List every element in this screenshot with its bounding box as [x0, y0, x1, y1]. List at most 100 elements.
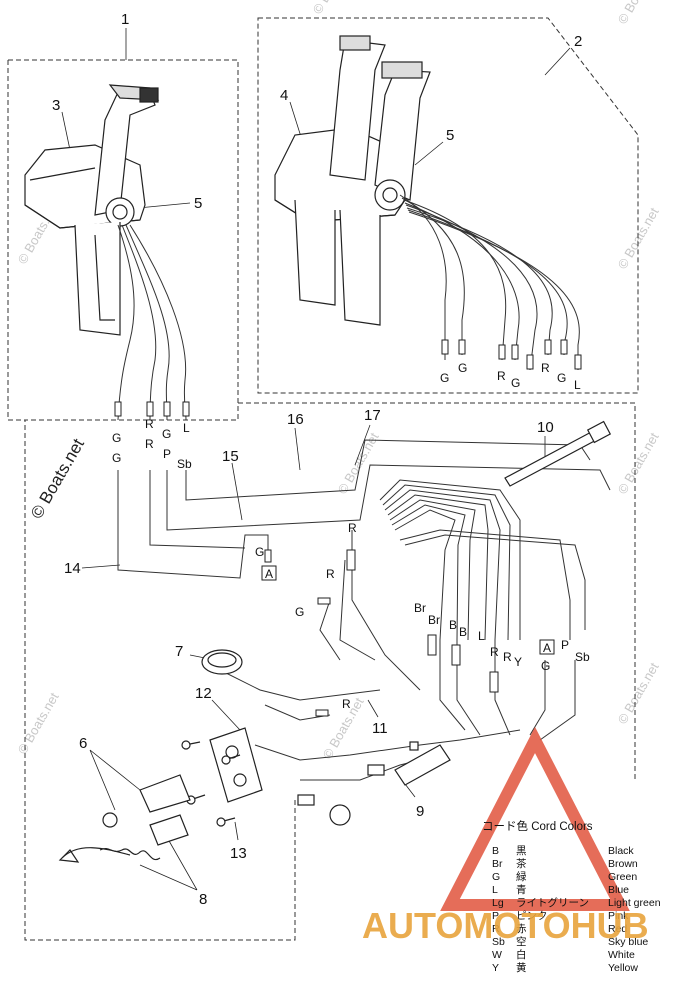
- control-wires: [117, 194, 580, 421]
- wire-label: Br: [414, 601, 426, 615]
- wire-label: R: [541, 361, 550, 375]
- wire-label: G: [511, 376, 520, 390]
- legend-code: Sb: [492, 936, 505, 948]
- wire-connectors: [114, 339, 582, 717]
- callout-1: 1: [121, 11, 129, 28]
- callout-13: 13: [230, 845, 247, 862]
- legend-jp: 緑: [516, 870, 527, 883]
- legend-row: R 赤 Red: [492, 923, 627, 935]
- wire-label: G: [557, 371, 566, 385]
- watermark-7: © Boats.net: [15, 690, 62, 757]
- cord-color-legend: コード色 Cord Colors B 黒 Black Br 茶 Brown G …: [482, 819, 661, 974]
- connection-markers: A A: [261, 565, 555, 655]
- wire-label: Y: [514, 655, 522, 669]
- legend-en: White: [608, 949, 635, 961]
- callout-16: 16: [287, 411, 304, 428]
- wire-label: Br: [428, 613, 440, 627]
- callout-17: 17: [364, 407, 381, 424]
- wire-label: G: [458, 361, 467, 375]
- legend-row: W 白 White: [492, 948, 635, 961]
- wire-label: R: [342, 697, 351, 711]
- wire-label: R: [145, 417, 154, 431]
- group-boundaries: [7, 17, 639, 941]
- wire-label: B: [449, 618, 457, 632]
- wire-label: R: [490, 645, 499, 659]
- wire-label: G: [541, 659, 550, 673]
- callout-5a: 5: [194, 195, 202, 212]
- watermark-6: © Boats.net: [615, 660, 662, 727]
- callout-labels: 1 2 3 4 5 5 6 7 8 9 10 11 12 13 14 15 16…: [52, 11, 582, 908]
- main-harness: [117, 439, 611, 781]
- callout-15: 15: [222, 448, 239, 465]
- legend-row: B 黒 Black: [492, 845, 634, 857]
- legend-row: Y 黄 Yellow: [492, 961, 638, 974]
- callout-6: 6: [79, 735, 87, 752]
- callout-2: 2: [574, 33, 582, 50]
- wire-label: L: [574, 378, 581, 392]
- callout-10: 10: [537, 419, 554, 436]
- watermark-9: © Boats.net: [335, 430, 382, 497]
- marker-a-left: A: [265, 567, 273, 581]
- callout-12: 12: [195, 685, 212, 702]
- switch-panel: [102, 727, 263, 846]
- wire-label: B: [459, 625, 467, 639]
- legend-en: Blue: [608, 884, 629, 896]
- wire-label: G: [112, 451, 121, 465]
- callout-9: 9: [416, 803, 424, 820]
- dual-remote-control: [274, 35, 431, 326]
- legend-code: Lg: [492, 897, 504, 909]
- marker-a-right: A: [543, 641, 551, 655]
- wire-label: P: [163, 447, 171, 461]
- legend-code: G: [492, 871, 500, 883]
- legend-jp: 青: [516, 883, 527, 896]
- legend-jp: 赤: [516, 923, 527, 935]
- wire-label: G: [255, 545, 264, 559]
- watermark-5: © Boats.net: [615, 430, 662, 497]
- legend-code: B: [492, 845, 499, 857]
- callout-3: 3: [52, 97, 60, 114]
- legend-jp: 黄: [516, 961, 527, 974]
- wire-label: L: [183, 421, 190, 435]
- wire-label: P: [561, 638, 569, 652]
- legend-en: Sky blue: [608, 936, 648, 948]
- legend-en: Red: [608, 923, 627, 935]
- legend-jp: 白: [516, 948, 527, 961]
- legend-jp: ライトグリーン: [516, 896, 589, 909]
- watermark-main: © Boats.net: [27, 435, 88, 522]
- legend-en: Yellow: [608, 962, 638, 974]
- legend-en: Brown: [608, 858, 638, 870]
- legend-title: コード色 Cord Colors: [482, 819, 593, 833]
- callout-5b: 5: [446, 127, 454, 144]
- callout-14: 14: [64, 560, 81, 577]
- legend-row: Br 茶 Brown: [492, 857, 638, 870]
- single-remote-control: [24, 84, 160, 336]
- wire-label: R: [348, 521, 357, 535]
- legend-en: Pink: [608, 910, 629, 922]
- legend-code: W: [492, 949, 502, 961]
- legend-code: Br: [492, 858, 503, 870]
- legend-en: Light green: [608, 897, 661, 909]
- legend-code: R: [492, 923, 500, 935]
- wire-label: Sb: [575, 650, 590, 664]
- lanyard-cord: [58, 847, 161, 863]
- wire-label: R: [145, 437, 154, 451]
- callout-8: 8: [199, 891, 207, 908]
- buzzer: [201, 649, 243, 675]
- brand-logo: [440, 726, 630, 911]
- legend-code: Y: [492, 962, 499, 974]
- legend-row: Lg ライトグリーン Light green: [492, 896, 661, 909]
- watermark-2: © Boats.net: [615, 0, 662, 26]
- legend-en: Black: [608, 845, 634, 857]
- callout-11: 11: [372, 720, 388, 737]
- callout-7: 7: [175, 643, 183, 660]
- legend-row: P ピンク Pink: [492, 910, 629, 922]
- legend-row: L 青 Blue: [492, 883, 629, 896]
- legend-jp: 空: [516, 935, 527, 948]
- wire-label: R: [503, 650, 512, 664]
- wire-label: G: [440, 371, 449, 385]
- wire-label: R: [326, 567, 335, 581]
- callout-4: 4: [280, 87, 288, 104]
- cable-tie: [504, 420, 612, 487]
- wire-label: G: [112, 431, 121, 445]
